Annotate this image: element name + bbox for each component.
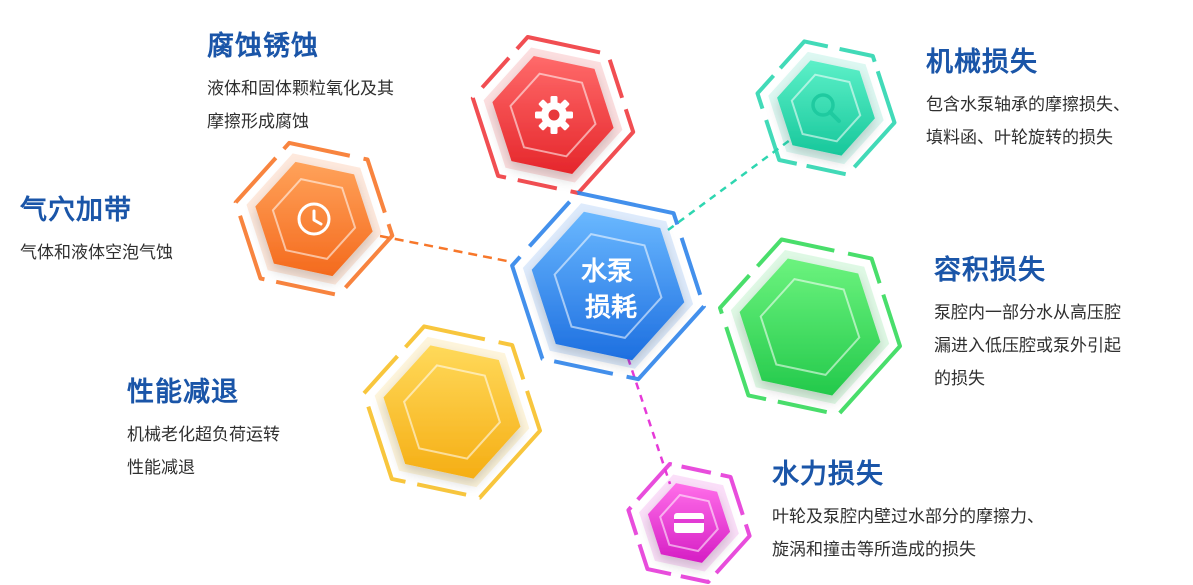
label-volumetric-loss: 容积损失 泵腔内一部分水从高压腔 漏进入低压腔或泵外引起 的损失 <box>934 248 1121 396</box>
desc-cavitation: 气体和液体空泡气蚀 <box>20 237 173 270</box>
desc-line: 漏进入低压腔或泵外引起 <box>934 336 1121 356</box>
label-hydraulic-loss: 水力损失 叶轮及泵腔内壁过水部分的摩擦力、 旋涡和撞击等所造成的损失 <box>772 452 1044 567</box>
connector-orange <box>379 234 513 264</box>
desc-line: 摩擦形成腐蚀 <box>207 112 309 132</box>
title-hydraulic-loss: 水力损失 <box>772 459 884 490</box>
hex-inner-ring <box>402 364 502 460</box>
label-corrosion: 腐蚀锈蚀 液体和固体颗粒氧化及其 摩擦形成腐蚀 <box>207 24 394 139</box>
hex-outer-dashed <box>233 140 395 298</box>
desc-line: 气体和液体空泡气蚀 <box>20 243 173 263</box>
center-label-line1: 水泵 <box>581 257 633 287</box>
hex-inner-ring <box>659 493 719 553</box>
desc-mechanical-loss: 包含水泵轴承的摩擦损失、 填料函、叶轮旋转的损失 <box>926 89 1130 155</box>
desc-volumetric-loss: 泵腔内一部分水从高压腔 漏进入低压腔或泵外引起 的损失 <box>934 297 1121 396</box>
hex-outer-dashed <box>718 237 902 417</box>
hex-outer-dashed <box>626 462 752 584</box>
connector-teal <box>667 138 791 232</box>
label-degradation: 性能减退 机械老化超负荷运转 性能减退 <box>127 370 280 485</box>
desc-corrosion: 液体和固体颗粒氧化及其 摩擦形成腐蚀 <box>207 73 394 139</box>
gear-icon <box>535 96 573 134</box>
hex-outer-dashed <box>510 190 706 382</box>
desc-hydraulic-loss: 叶轮及泵腔内壁过水部分的摩擦力、 旋涡和撞击等所造成的损失 <box>772 501 1044 567</box>
hex-degradation <box>362 324 542 500</box>
desc-line: 泵腔内一部分水从高压腔 <box>934 303 1121 323</box>
desc-line: 叶轮及泵腔内壁过水部分的摩擦力、 <box>772 507 1044 527</box>
desc-line: 机械老化超负荷运转 <box>127 425 280 445</box>
hex-inner-ring <box>509 72 597 158</box>
hex-outer-dashed <box>362 324 542 500</box>
clock-icon <box>297 202 331 236</box>
hex-inner-ring <box>759 278 861 376</box>
title-cavitation: 气穴加带 <box>20 195 132 226</box>
desc-line: 性能减退 <box>127 458 195 478</box>
label-mechanical-loss: 机械损失 包含水泵轴承的摩擦损失、 填料函、叶轮旋转的损失 <box>926 40 1130 155</box>
hex-mechanical-loss <box>755 39 897 177</box>
desc-line: 液体和固体颗粒氧化及其 <box>207 79 394 99</box>
title-corrosion: 腐蚀锈蚀 <box>207 31 319 62</box>
search-icon <box>811 93 841 123</box>
title-degradation: 性能减退 <box>127 377 239 408</box>
desc-degradation: 机械老化超负荷运转 性能减退 <box>127 419 280 485</box>
desc-line: 旋涡和撞击等所造成的损失 <box>772 540 976 560</box>
card-icon <box>674 513 704 533</box>
hex-inner-ring <box>271 178 357 260</box>
desc-line: 的损失 <box>934 369 985 389</box>
hex-inner-ring <box>553 233 663 339</box>
connector-magenta <box>626 357 672 485</box>
hex-inner-ring <box>790 73 862 143</box>
title-mechanical-loss: 机械损失 <box>926 47 1038 78</box>
hex-center <box>510 190 706 382</box>
desc-line: 填料函、叶轮旋转的损失 <box>926 128 1113 148</box>
hex-volumetric-loss <box>718 237 902 417</box>
desc-line: 包含水泵轴承的摩擦损失、 <box>926 95 1130 115</box>
center-label-line2: 损耗 <box>585 293 637 323</box>
title-volumetric-loss: 容积损失 <box>934 255 1046 286</box>
label-cavitation: 气穴加带 气体和液体空泡气蚀 <box>20 188 173 270</box>
connectors <box>379 138 791 485</box>
hex-outer-dashed <box>755 39 897 177</box>
